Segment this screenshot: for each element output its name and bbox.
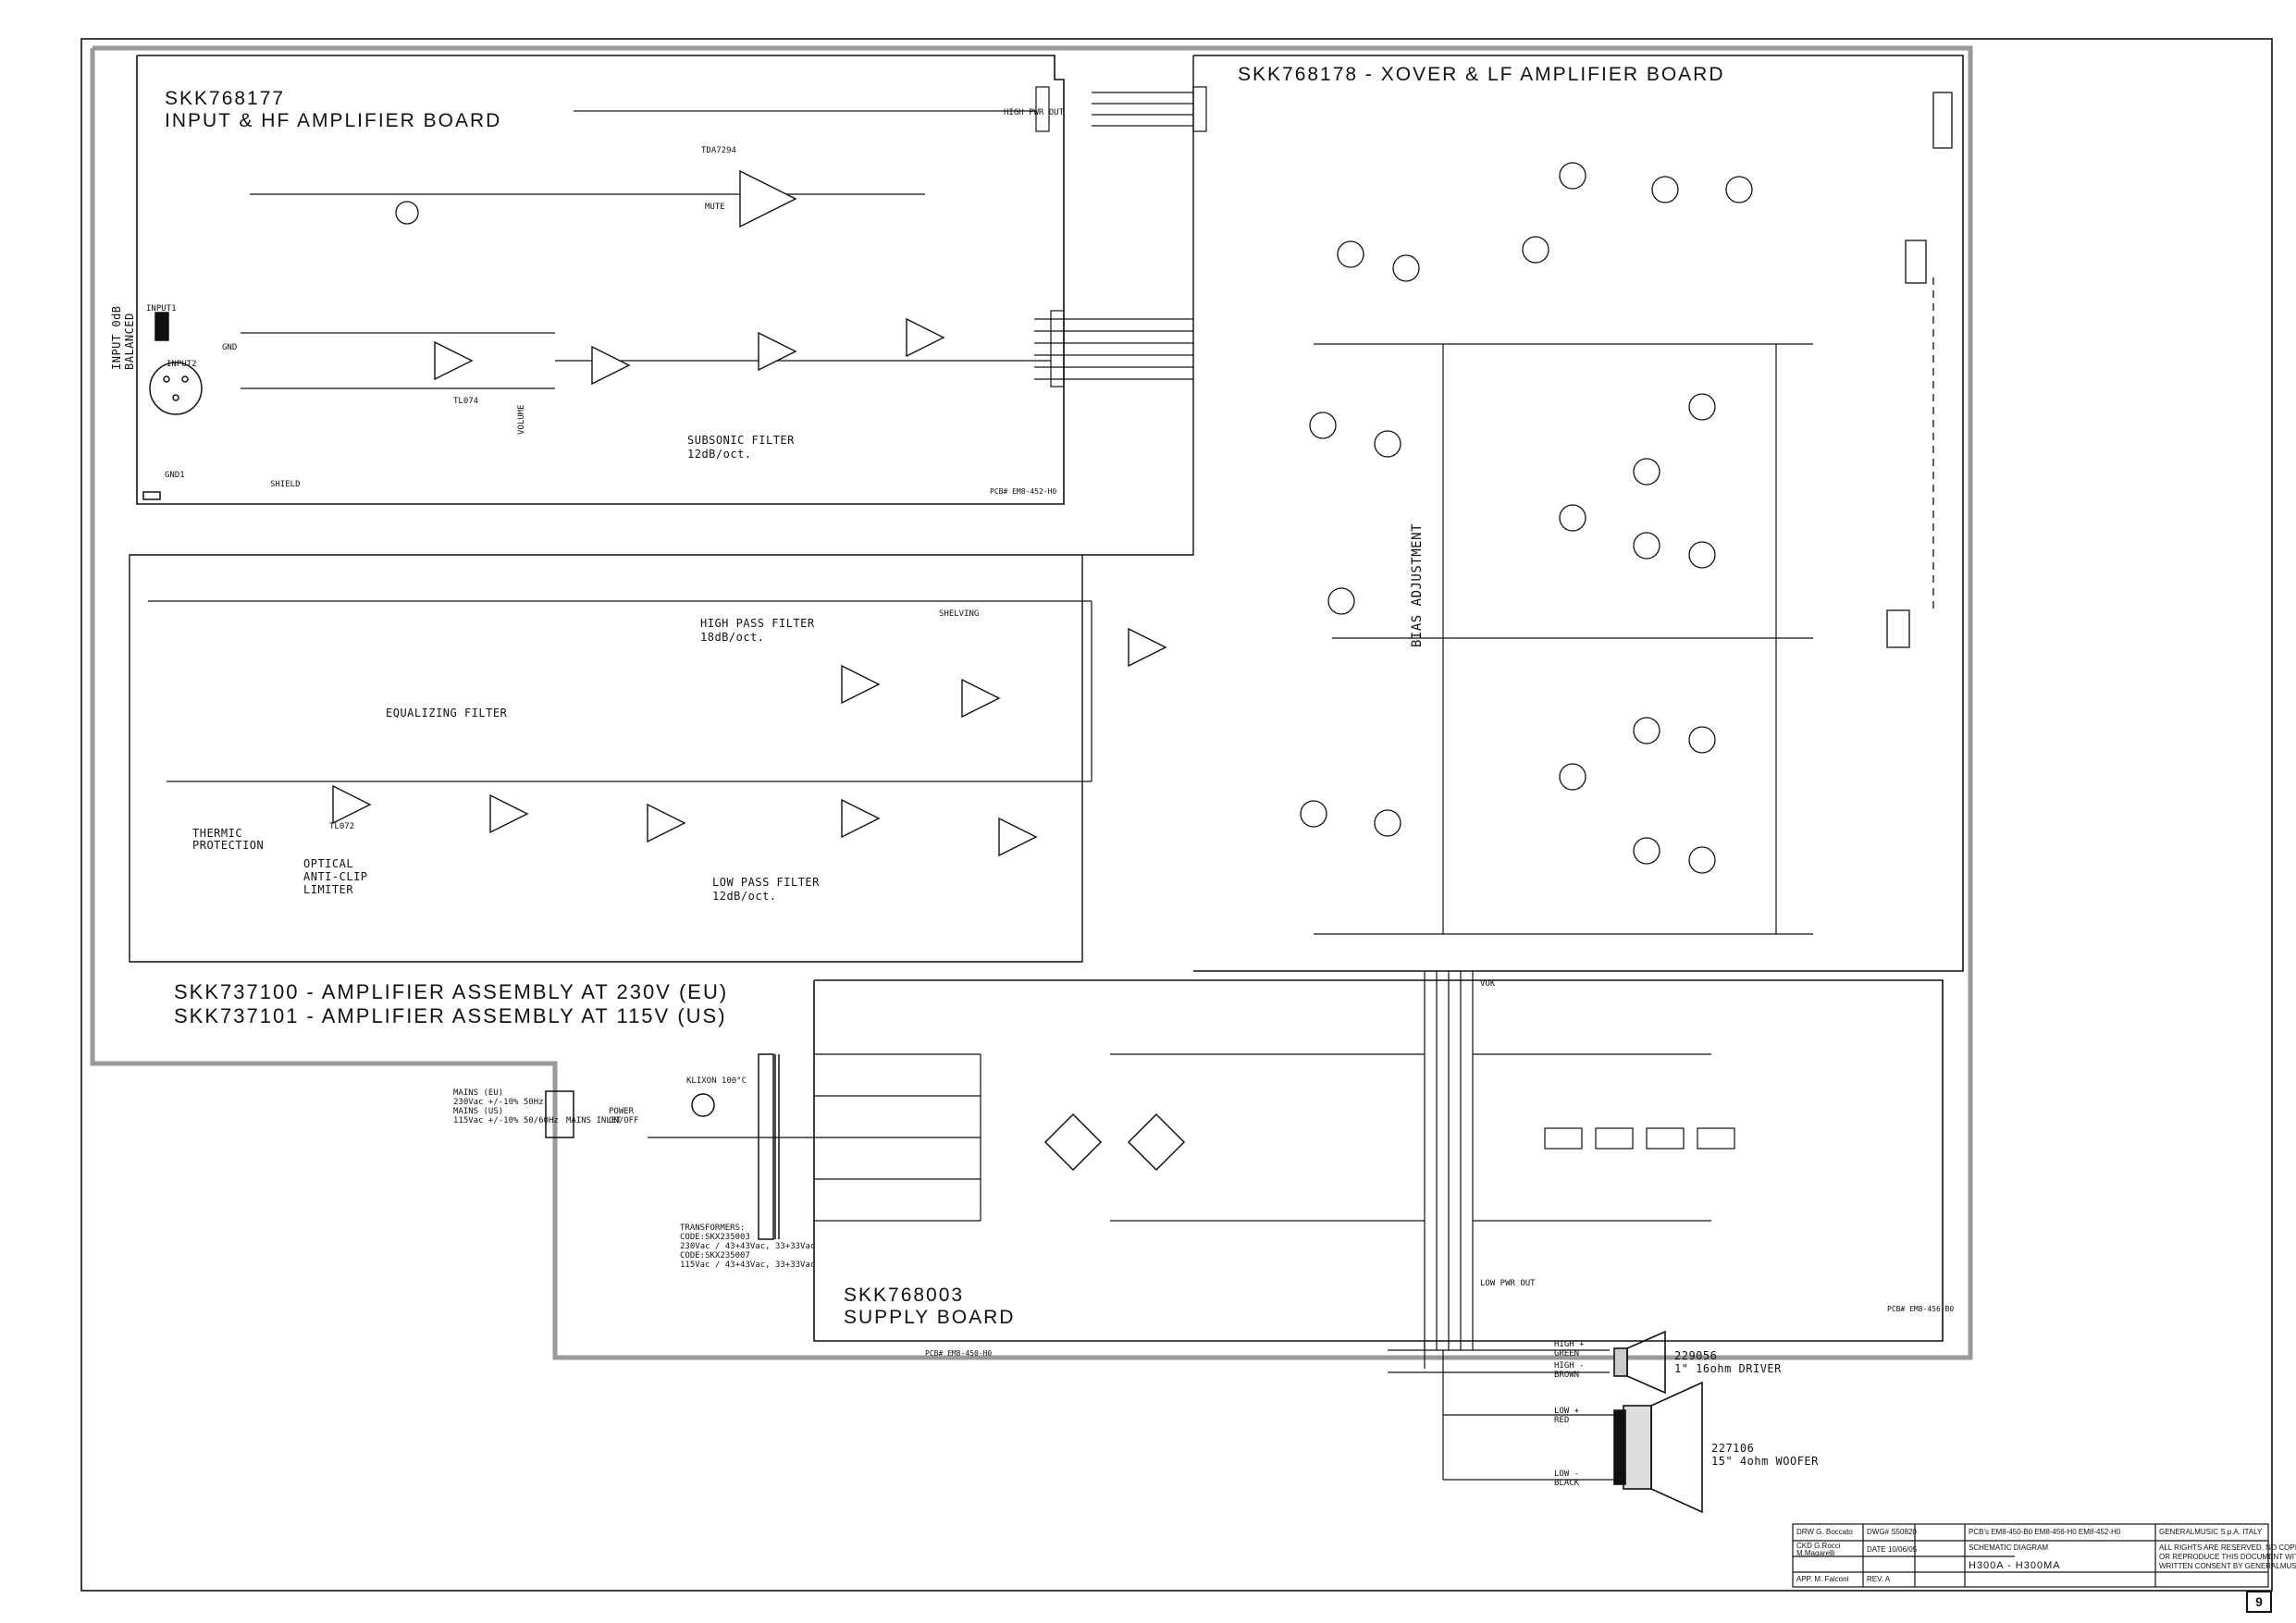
- driver-description: 1" 16ohm DRIVER: [1674, 1362, 1782, 1375]
- assembly-frame: [90, 45, 1973, 1360]
- black-wire-label: BLACK: [1554, 1479, 1580, 1488]
- brown-wire-label: BROWN: [1554, 1371, 1580, 1380]
- supply-board-pcb: PCB# EM8-450-H0: [925, 1349, 993, 1358]
- power-switch-label: POWER: [609, 1107, 635, 1116]
- bias-adjustment-label: BIAS ADJUSTMENT: [1410, 523, 1425, 647]
- supply-board-pcb-2: PCB# EM8-456-B0: [1887, 1305, 1955, 1313]
- date-field: DATE 10/06/05: [1867, 1545, 1918, 1554]
- input-board-code: SKK768177: [165, 88, 286, 109]
- gnd-label: GND: [222, 343, 238, 352]
- low-minus-label: LOW -: [1554, 1469, 1580, 1479]
- company-name: GENERALMUSIC S.p.A. ITALY: [2159, 1528, 2263, 1536]
- shield-label: SHIELD: [270, 480, 301, 489]
- balanced-label: BALANCED: [123, 313, 136, 370]
- driver-code: 229056: [1674, 1349, 1718, 1362]
- input-board-outline: [136, 55, 1065, 505]
- volume-label: VOLUME: [517, 404, 526, 435]
- drawn-by: DRW G. Boccato: [1796, 1528, 1853, 1536]
- subsonic-slope-label: 12dB/oct.: [687, 448, 752, 461]
- xover-board-extension: [129, 55, 1194, 963]
- input-odb-label: INPUT 0dB: [110, 305, 123, 370]
- thermic-label: THERMIC: [192, 827, 243, 840]
- transformers-label: TRANSFORMERS:: [680, 1223, 746, 1233]
- mains-eu-label: MAINS (EU): [453, 1088, 504, 1098]
- low-pwr-out-label: LOW PWR OUT: [1480, 1279, 1536, 1288]
- checked-by: CKD G.Rocci: [1796, 1542, 1841, 1550]
- input1-label: INPUT1: [146, 304, 177, 314]
- transformer-2-code: CODE:SKX235007: [680, 1251, 750, 1260]
- tda7294-label: TDA7294: [701, 146, 736, 155]
- document-type: SCHEMATIC DIAGRAM: [1969, 1543, 2049, 1552]
- high-pwr-out-label: HIGH PWR OUT: [1004, 108, 1065, 117]
- tl072-label: TL072: [329, 822, 355, 831]
- vok-label: VOK: [1480, 979, 1496, 989]
- anti-clip-label: ANTI-CLIP: [303, 870, 368, 883]
- sheet-border: [80, 38, 2273, 1592]
- mains-us-label: MAINS (US): [453, 1107, 504, 1116]
- assembly-line-us: SKK737101 - AMPLIFIER ASSEMBLY AT 115V (…: [174, 1004, 727, 1027]
- mains-eu-voltage: 230Vac +/-10% 50Hz: [453, 1098, 544, 1107]
- transformer-2-voltage: 115Vac / 43+43Vac, 33+33Vac: [680, 1260, 816, 1270]
- klixon-label: KLIXON 100°C: [686, 1076, 747, 1086]
- transformer-1-voltage: 230Vac / 43+43Vac, 33+33Vac: [680, 1242, 816, 1251]
- low-pass-slope-label: 12dB/oct.: [712, 890, 777, 903]
- input-board-pcb: PCB# EM8-452-H0: [990, 487, 1057, 496]
- approved-by: APP. M. Falconi: [1796, 1575, 1849, 1583]
- mains-inlet-label: MAINS INLET: [566, 1116, 622, 1125]
- tl074-label: TL074: [453, 397, 479, 406]
- mute-label: MUTE: [705, 203, 725, 212]
- high-pass-slope-label: 18dB/oct.: [700, 631, 765, 644]
- supply-board-name: SUPPLY BOARD: [844, 1307, 1016, 1328]
- supply-board-code: SKK768003: [844, 1285, 965, 1306]
- xover-board-outline: [1193, 55, 1964, 972]
- optical-label: OPTICAL: [303, 857, 354, 870]
- rights-line-3: WRITTEN CONSENT BY GENERALMUSIC.: [2159, 1562, 2296, 1570]
- rights-line-1: ALL RIGHTS ARE RESERVED. NO COPIES: [2159, 1543, 2296, 1552]
- checked-by-2: M.Magarelli: [1796, 1549, 1835, 1557]
- protection-label: PROTECTION: [192, 839, 265, 852]
- drawing-number: DWG# S50820: [1867, 1528, 1917, 1536]
- green-wire-label: GREEN: [1554, 1349, 1580, 1359]
- limiter-label: LIMITER: [303, 883, 354, 896]
- gnd1-label: GND1: [165, 471, 185, 480]
- model-name: H300A - H300MA: [1969, 1560, 2061, 1571]
- red-wire-label: RED: [1554, 1416, 1570, 1425]
- low-plus-label: LOW +: [1554, 1407, 1580, 1416]
- on-off-label: ON/OFF: [609, 1116, 639, 1125]
- woofer-code: 227106: [1711, 1442, 1755, 1455]
- high-plus-label: HIGH +: [1554, 1340, 1585, 1349]
- high-minus-label: HIGH -: [1554, 1361, 1585, 1371]
- page-number: 9: [2246, 1591, 2272, 1613]
- mains-us-voltage: 115Vac +/-10% 50/60Hz: [453, 1116, 559, 1125]
- woofer-description: 15" 4ohm WOOFER: [1711, 1455, 1819, 1468]
- rights-line-2: OR REPRODUCE THIS DOCUMENT WITHOUT: [2159, 1553, 2296, 1561]
- input2-label: INPUT2: [167, 360, 197, 369]
- assembly-line-eu: SKK737100 - AMPLIFIER ASSEMBLY AT 230V (…: [174, 980, 729, 1003]
- xover-board-title: SKK768178 - XOVER & LF AMPLIFIER BOARD: [1238, 64, 1725, 85]
- shelving-label: SHELVING: [939, 609, 980, 619]
- input-board-name: INPUT & HF AMPLIFIER BOARD: [165, 110, 502, 131]
- pcb-list: PCB's EM8-450-B0 EM8-456-H0 EM8-452-H0: [1969, 1528, 2121, 1536]
- revision: REV. A: [1867, 1575, 1891, 1583]
- subsonic-filter-label: SUBSONIC FILTER: [687, 434, 795, 447]
- high-pass-filter-label: HIGH PASS FILTER: [700, 617, 815, 630]
- low-pass-filter-label: LOW PASS FILTER: [712, 876, 820, 889]
- supply-board-outline: [813, 979, 1944, 1342]
- equalizing-filter-label: EQUALIZING FILTER: [386, 707, 508, 719]
- transformer-1-code: CODE:SKX235003: [680, 1233, 750, 1242]
